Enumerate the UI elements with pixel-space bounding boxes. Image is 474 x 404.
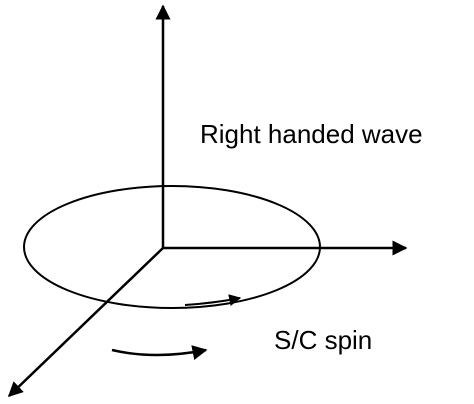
spin-label: S/C spin xyxy=(274,325,372,355)
diagonal-axis-arrow xyxy=(7,247,164,398)
spin-direction-arrow xyxy=(111,345,208,360)
rotation-direction-arrow xyxy=(184,294,242,307)
wave-label: Right handed wave xyxy=(200,119,423,149)
